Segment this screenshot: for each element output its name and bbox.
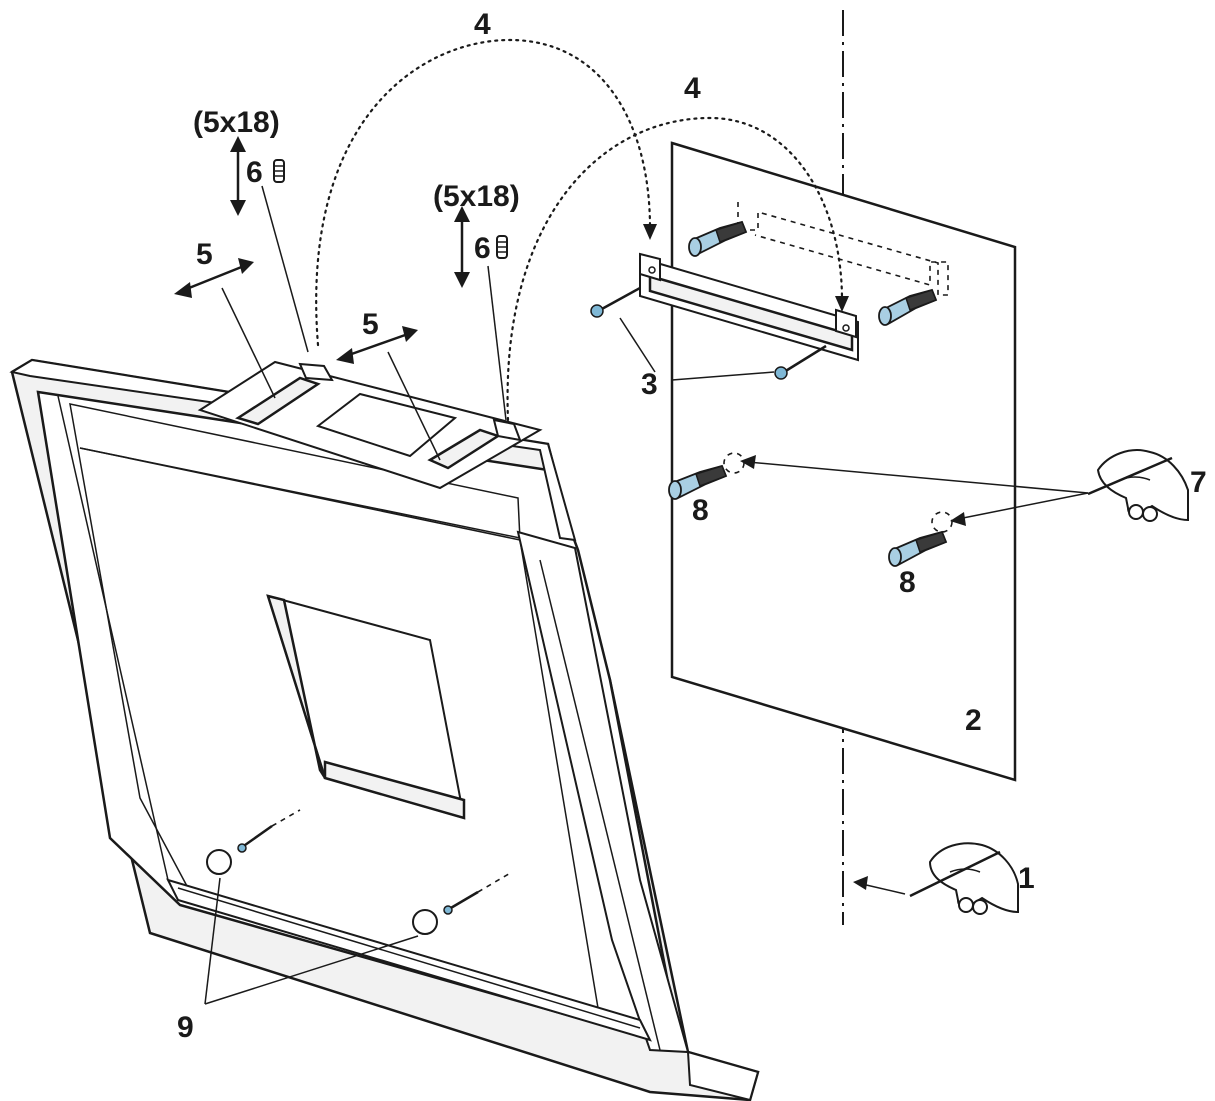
screw-size-label-left: (5x18) [193, 106, 280, 139]
callout-8-right: 8 [899, 566, 916, 599]
upper-right-wall-plug [878, 288, 938, 326]
adjust-arrow-left [174, 258, 254, 298]
callout-6-leader-right [487, 265, 507, 421]
vertical-adjust-arrow-right [454, 206, 470, 288]
screw-spring-icon-left [273, 159, 285, 183]
callout-6-right: 6 [474, 232, 491, 265]
callout-1: 1 [1018, 862, 1035, 895]
callout-8-left: 8 [692, 494, 709, 527]
hang-arc-left [315, 38, 652, 347]
callout-6-left: 6 [246, 156, 263, 189]
callout-7: 7 [1190, 466, 1207, 499]
pencil-hand-icon-marking-line [909, 842, 1019, 915]
hood-cap-left [206, 809, 301, 875]
callout-2: 2 [965, 704, 982, 737]
marking-line-arrowhead [853, 876, 868, 890]
callout-9-leader-left [204, 877, 221, 1005]
wall-template-outline [737, 202, 949, 296]
vertical-adjust-arrow-left [230, 136, 246, 216]
callout-6-leader-left [261, 185, 309, 353]
callout-5-right: 5 [362, 308, 379, 341]
callout-9: 9 [177, 1011, 194, 1044]
callout-5-leader-right [387, 351, 441, 461]
callout-5-leader-left [221, 287, 276, 399]
upper-left-wall-plug [688, 220, 748, 257]
bracket-screw-left [590, 286, 641, 318]
hood-top-plate [197, 360, 543, 490]
marking-arrows [740, 455, 1089, 526]
callout-3-leader-upper [619, 317, 656, 373]
hood-center-opening [266, 594, 466, 820]
hang-arc-right-arrowhead [835, 296, 849, 312]
pencil-hand-icon [1087, 449, 1189, 522]
callout-3-leader-lower [671, 371, 775, 381]
callout-4-left: 4 [474, 8, 491, 41]
bracket-screw-right [774, 344, 827, 380]
lower-left-wall-plug [668, 452, 745, 500]
hang-arc-left-arrowhead [643, 224, 657, 240]
callout-9-leader-right [204, 935, 419, 1005]
callout-4-right: 4 [684, 72, 701, 105]
screw-spring-icon-right [496, 235, 508, 259]
callout-5-left: 5 [196, 238, 213, 271]
hang-arc-right [506, 116, 844, 422]
mounting-bracket [639, 252, 859, 362]
marking-line-arrow [861, 883, 906, 895]
lower-right-wall-plug [888, 511, 953, 567]
adjust-arrow-right [336, 326, 418, 364]
callout-3: 3 [641, 368, 658, 401]
screw-size-label-right: (5x18) [433, 180, 520, 213]
hood-cap-right [412, 871, 513, 935]
